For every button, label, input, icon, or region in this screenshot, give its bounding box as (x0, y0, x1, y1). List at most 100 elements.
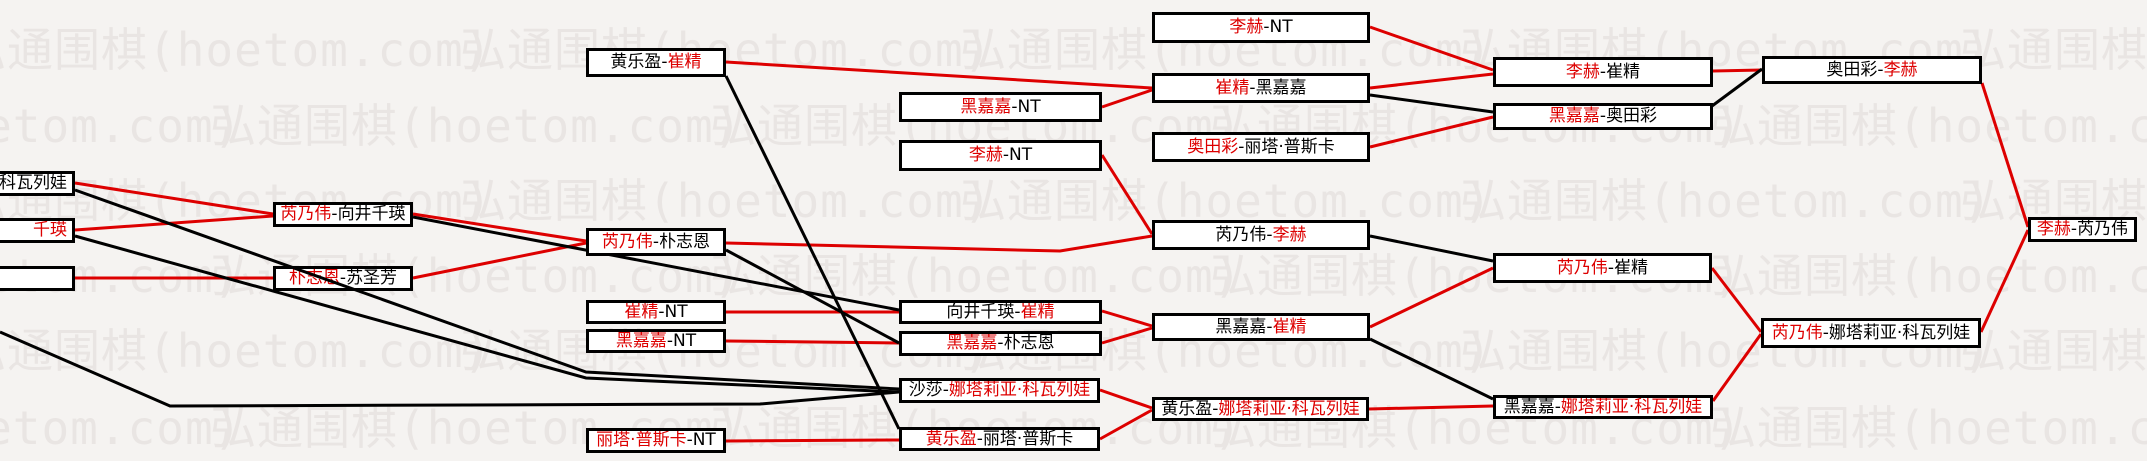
player-name: NT (1009, 145, 1033, 165)
player-name: 李赫 (1565, 61, 1600, 82)
player-name: NT (673, 330, 697, 351)
match-okuda-rita: 奥田彩-丽塔·普斯卡 (1152, 132, 1370, 162)
player-name: - (686, 430, 693, 450)
player-name: - (942, 380, 949, 400)
winner-path-line (74, 214, 274, 232)
player-name: 沙莎 (908, 380, 943, 400)
loser-path-line (1711, 67, 1763, 108)
match-hei-nt-lower: 黑嘉嘉-NT (586, 329, 726, 353)
player-name: 芮乃伟 (601, 231, 653, 252)
player-name: - (1249, 77, 1256, 98)
player-name: 科瓦列娃 (0, 173, 67, 193)
player-name: 丽塔·普斯卡 (1244, 136, 1335, 157)
player-name: 黄乐盈 (925, 428, 977, 449)
player-name: 崔精 (1606, 61, 1641, 82)
loser-path-line (74, 188, 900, 391)
winner-path-line (1101, 309, 1153, 328)
player-name: 向井千瑛 (946, 301, 1015, 322)
match-hei-nt-upper: 黑嘉嘉-NT (899, 92, 1102, 122)
player-name: - (1238, 136, 1245, 157)
match-huang-rita: 黄乐盈-丽塔·普斯卡 (899, 427, 1100, 451)
match-huang-choi: 黄乐盈-崔精 (586, 48, 726, 77)
player-name: - (2070, 219, 2078, 239)
player-name: - (976, 428, 983, 449)
winner-path-line (74, 181, 274, 216)
match-mukai-choi: 向井千瑛-崔精 (899, 300, 1102, 324)
player-name: - (1002, 145, 1010, 165)
watermark-text: 弘通围棋(hoetom.com) (1960, 324, 2147, 378)
player-name: - (1011, 96, 1018, 117)
watermark-text: 弘通围棋(hoetom.com) (710, 249, 1243, 303)
player-name: - (1822, 322, 1829, 343)
player-name: 黄乐盈 (1161, 398, 1213, 419)
match-ruinaiwei-mukai: 芮乃伟-向井千瑛 (273, 202, 413, 227)
player-name: 李赫 (2036, 219, 2071, 239)
winner-path-line (725, 339, 900, 345)
match-ruinaiwei-kovaleva: 芮乃伟-娜塔莉亚·科瓦列娃 (1761, 318, 1981, 348)
match-choi-nt: 崔精-NT (586, 300, 726, 324)
winner-path-line (1100, 154, 1154, 235)
winner-path-line (1712, 68, 1763, 73)
player-name: 娜塔莉亚·科瓦列娃 (948, 380, 1091, 400)
watermark-text: 弘通围棋(hoetom.com) (1710, 401, 2147, 455)
winner-path-line (725, 60, 1153, 90)
watermark-text: 弘通围棋(hoetom.com) (0, 23, 493, 77)
winner-path-line (1979, 229, 2030, 333)
player-name: 娜塔莉亚·科瓦列娃 (1218, 398, 1360, 419)
player-name: - (661, 52, 668, 72)
match-shasha-kovaleva: 沙莎-娜塔莉亚·科瓦列娃 (899, 378, 1100, 403)
match-kovaleva-cut: 科瓦列娃 (0, 171, 75, 196)
player-name: - (1607, 257, 1615, 278)
player-name: - (658, 301, 665, 322)
watermark-text: 弘通围棋(hoetom.com) (0, 401, 243, 455)
match-huang-kovaleva: 黄乐盈-娜塔莉亚·科瓦列娃 (1152, 397, 1369, 421)
loser-path-line (0, 330, 900, 408)
player-name: 奥田彩 (1826, 59, 1878, 80)
match-lihe-nt-top: 李赫-NT (1152, 12, 1370, 43)
watermark-text: 弘通围棋(hoetom.com) (1710, 99, 2147, 153)
player-name: - (1877, 59, 1884, 80)
player-name: - (1014, 301, 1021, 322)
winner-path-line (1980, 82, 2030, 228)
player-name: 奥田彩 (1606, 106, 1658, 126)
player-name: 李赫 (1272, 224, 1307, 245)
player-name: - (1266, 224, 1273, 245)
match-chiaki-cut: 千瑛 (0, 218, 75, 243)
winner-path-line (1369, 115, 1494, 149)
player-name: 黑嘉嘉 (1255, 77, 1307, 98)
player-name: 丽塔·普斯卡 (596, 430, 687, 450)
player-name: 朴志恩 (1003, 333, 1055, 353)
player-name: - (339, 268, 347, 288)
player-name: - (1263, 17, 1270, 37)
player-name: 娜塔莉亚·科瓦列娃 (1560, 396, 1703, 417)
winner-path-line (1101, 88, 1153, 109)
watermark-text: 弘通围棋(hoetom.com) (960, 174, 1493, 228)
winner-path-line (1369, 266, 1494, 329)
player-name: NT (664, 301, 688, 322)
match-rita-nt: 丽塔·普斯卡-NT (586, 428, 726, 453)
watermark-text: 弘通围棋(hoetom.com) (210, 99, 743, 153)
player-name: 奥田彩 (1187, 136, 1239, 157)
player-name: 崔精 (667, 52, 702, 72)
player-name: 朴志恩 (659, 231, 711, 252)
loser-path-line (1369, 234, 1494, 263)
player-name: 黑嘉嘉 (1548, 106, 1600, 126)
player-name: 崔精 (1614, 257, 1649, 278)
player-name: 向井千瑛 (337, 204, 406, 224)
watermark-text: 弘通围棋(hoetom.com) (1710, 249, 2147, 303)
loser-path-line (412, 215, 900, 312)
winner-path-line (1101, 326, 1153, 345)
loser-path-line (724, 75, 901, 430)
player-name: 崔精 (1272, 316, 1307, 337)
player-name: - (997, 333, 1004, 353)
player-name: - (1599, 106, 1607, 126)
player-name: - (666, 330, 674, 351)
match-hei-okuda: 黑嘉嘉-奥田彩 (1493, 103, 1713, 130)
match-empty-cut (0, 266, 75, 291)
winner-path-line (1099, 388, 1153, 410)
winner-path-line (725, 234, 1153, 253)
player-name: - (1266, 316, 1273, 337)
match-ruinaiwei-choi: 芮乃伟-崔精 (1493, 253, 1712, 283)
player-name: - (1599, 61, 1607, 82)
watermark-text: 弘通围棋(hoetom.com) (0, 99, 243, 153)
